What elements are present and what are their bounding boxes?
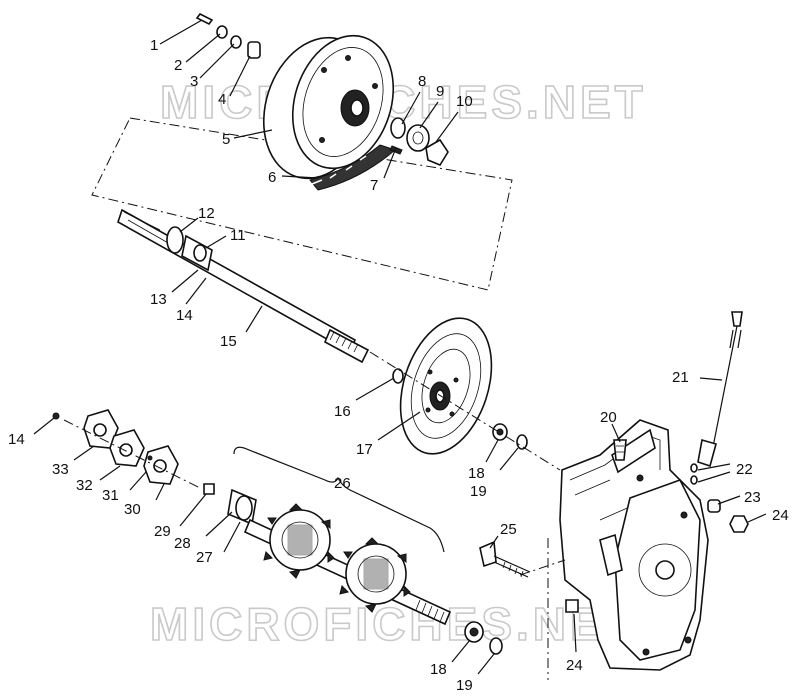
leader-lines xyxy=(33,19,767,675)
callout-14-shaft: 14 xyxy=(176,307,193,324)
callout-18-upper: 18 xyxy=(468,465,485,482)
watermark-bottom: MICROFICHES.NET xyxy=(150,598,637,650)
callout-13: 13 xyxy=(150,291,167,308)
callout-5: 5 xyxy=(222,131,230,148)
callout-24-bottom: 24 xyxy=(566,657,583,674)
callout-10: 10 xyxy=(456,93,473,110)
callout-11: 11 xyxy=(230,227,246,244)
callout-24-right: 24 xyxy=(772,507,789,524)
callout-9: 9 xyxy=(436,83,444,100)
callout-19-upper: 19 xyxy=(470,483,487,500)
callout-2: 2 xyxy=(174,57,182,74)
callout-29: 29 xyxy=(154,523,171,540)
chaincase-housing xyxy=(519,311,749,680)
callout-31: 31 xyxy=(102,487,119,504)
callout-30: 30 xyxy=(124,501,141,518)
callout-17: 17 xyxy=(356,441,373,458)
callout-15: 15 xyxy=(220,333,237,350)
callout-4: 4 xyxy=(218,91,226,108)
callout-32: 32 xyxy=(76,477,93,494)
callout-3: 3 xyxy=(190,73,198,90)
driveshaft-assembly xyxy=(117,208,561,471)
callout-labels: 1 2 3 4 5 6 7 8 9 10 11 12 13 14 15 16 1… xyxy=(8,37,789,694)
callout-33: 33 xyxy=(52,461,69,478)
callout-8: 8 xyxy=(418,73,426,90)
callout-22: 22 xyxy=(736,461,753,478)
pulley-assembly xyxy=(91,12,513,291)
callout-7: 7 xyxy=(370,177,378,194)
callout-18-lower: 18 xyxy=(430,661,447,678)
callout-20: 20 xyxy=(600,409,617,426)
callout-19-lower: 19 xyxy=(456,677,473,694)
callout-12: 12 xyxy=(198,205,215,222)
callout-16: 16 xyxy=(334,403,351,420)
callout-6: 6 xyxy=(268,169,276,186)
bolt-25 xyxy=(479,540,531,578)
callout-1: 1 xyxy=(150,37,158,54)
callout-14-left: 14 xyxy=(8,431,25,448)
callout-25: 25 xyxy=(500,521,517,538)
callout-27: 27 xyxy=(196,549,213,566)
callout-28: 28 xyxy=(174,535,191,552)
callout-23: 23 xyxy=(744,489,761,506)
callout-21: 21 xyxy=(672,369,689,386)
callout-26: 26 xyxy=(334,475,351,492)
track-driveshaft-assembly xyxy=(52,409,503,655)
